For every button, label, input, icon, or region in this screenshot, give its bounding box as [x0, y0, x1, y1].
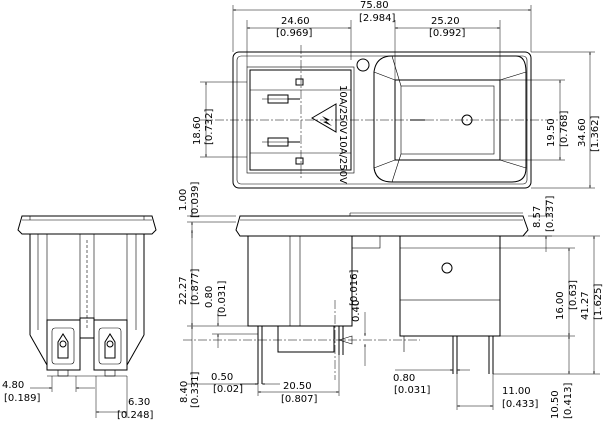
dim-left-section: 24.60 — [281, 16, 310, 27]
fuse-rating-2: 10A/250V — [337, 135, 348, 184]
dim-fuse-height: 18.60 — [192, 116, 203, 145]
dim-overall-height-in: [1.362] — [590, 115, 601, 152]
dim-body-depth-in: [0.877] — [190, 268, 201, 305]
dim-switch-depth-in: [0.63] — [568, 280, 579, 310]
dim-body-depth: 22.27 — [178, 276, 189, 305]
dim-overall-height: 34.60 — [577, 118, 588, 147]
dim-flange-thickness-in: [0.039] — [190, 181, 201, 218]
dim-wall-a: 0.80 — [204, 286, 215, 308]
dim-switch-pin-span-in: [0.433] — [502, 399, 539, 410]
dim-switch-pin-span: 11.00 — [502, 386, 531, 397]
dim-switch-pin-length-in: [0.413] — [563, 382, 574, 419]
dim-switch-height-in: [0.768] — [559, 110, 570, 147]
dim-terminal-length: 8.40 — [179, 381, 190, 403]
fuse-rating-1: 10A/250V — [337, 85, 348, 134]
dim-side-pin-width-in: [0.189] — [4, 393, 41, 404]
dim-flange-height: 8.57 — [532, 206, 543, 228]
dim-terminal-span: 20.50 — [283, 381, 312, 392]
dim-switch-pin-length: 10.50 — [550, 390, 561, 419]
dim-right-section: 25.20 — [431, 16, 460, 27]
dim-terminal-thickness: 0.50 — [211, 372, 233, 383]
dim-wall-b: 0.80 — [393, 373, 415, 384]
fuse-bottom-icon — [262, 137, 300, 147]
dim-switch-depth: 16.00 — [555, 291, 566, 320]
dim-terminal-thickness-in: [0.02] — [213, 384, 243, 395]
dim-terminal-span-in: [0.807] — [281, 394, 318, 405]
dim-pin-offset: 0.40 — [351, 300, 362, 322]
dim-overall-width-in: [2.984] — [359, 13, 396, 24]
dim-side-pin-width: 4.80 — [2, 380, 24, 391]
dim-switch-height: 19.50 — [546, 118, 557, 147]
front-view: 1.00 [0.039] 22.27 [0.877] 0.80 [0.031] … — [178, 181, 604, 419]
dim-flange-height-in: [0.337] — [545, 195, 556, 232]
side-view: 4.80 [0.189] 6.30 [0.248] — [2, 215, 157, 421]
dim-side-pin-spacing: 6.30 — [128, 397, 150, 408]
dim-right-section-in: [0.992] — [429, 28, 466, 39]
fuse-top-icon — [262, 94, 300, 104]
dim-fuse-height-in: [0.732] — [204, 108, 215, 145]
dim-total-depth: 41.27 — [580, 291, 591, 320]
dim-terminal-length-in: [0.331] — [190, 371, 201, 408]
dim-flange-thickness: 1.00 — [178, 189, 189, 211]
dim-wall-b-in: [0.031] — [394, 385, 431, 396]
dim-wall-a-in: [0.031] — [217, 280, 228, 317]
dim-total-depth-in: [1.625] — [593, 283, 604, 320]
dim-overall-width: 75.80 — [360, 0, 389, 11]
top-view: 10A/250V 10A/250V 75.80 [2.984] 24.60 [0… — [192, 0, 601, 189]
dim-left-section-in: [0.969] — [276, 28, 313, 39]
dim-side-pin-spacing-in: [0.248] — [117, 410, 154, 421]
dim-pin-offset-in: [0.016] — [349, 269, 360, 306]
high-voltage-warning-icon — [311, 103, 337, 133]
